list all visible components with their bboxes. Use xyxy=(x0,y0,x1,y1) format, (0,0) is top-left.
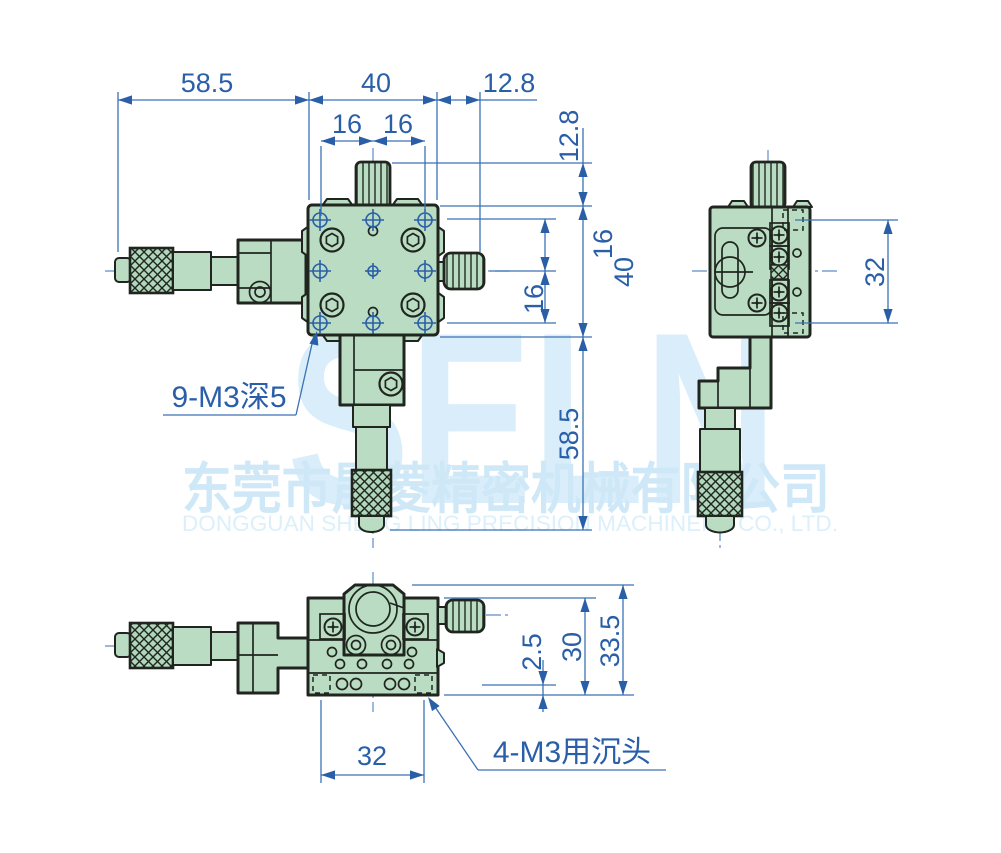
note-countersunk-holes: 4-M3用沉头 xyxy=(493,736,651,769)
bottom-view xyxy=(105,572,508,712)
side-view xyxy=(692,150,840,548)
bottom-turret xyxy=(342,583,406,657)
dim-bottom-plate-thickness: 2.5 xyxy=(517,633,547,671)
annotations: 9-M3深5 4-M3用沉头 xyxy=(163,329,666,771)
dim-front-knob-offset-v: 12.8 xyxy=(554,110,584,163)
dim-front-knob-offset-h: 12.8 xyxy=(483,68,536,98)
side-top-knob xyxy=(749,160,787,210)
dimensions: 58.5 40 12.8 16 16 12.8 16 16 xyxy=(117,68,898,783)
dim-side-hole-span: 32 xyxy=(860,257,890,287)
dim-front-hole-pitch-left: 16 xyxy=(332,109,362,139)
side-screw-column xyxy=(769,222,802,327)
front-m3-holes xyxy=(308,208,437,335)
dim-front-hole-pitch-right: 16 xyxy=(383,109,413,139)
front-top-knob xyxy=(354,160,392,210)
dim-front-hole-pitch-bottom: 16 xyxy=(519,284,549,314)
dim-front-body-height: 40 xyxy=(609,257,639,287)
dim-bottom-body-depth: 30 xyxy=(557,632,587,662)
bottom-right-knob xyxy=(436,598,486,668)
dim-bottom-total-depth: 33.5 xyxy=(595,615,625,668)
dim-front-body-width: 40 xyxy=(361,68,391,98)
dim-front-total-height: 58.5 xyxy=(554,408,584,461)
dim-front-hole-pitch-top: 16 xyxy=(588,229,618,259)
bottom-left-micrometer xyxy=(114,621,310,695)
front-right-knob xyxy=(437,251,486,291)
side-bottom-micrometer xyxy=(696,335,773,534)
dim-front-total-width: 58.5 xyxy=(181,68,234,98)
note-m3-holes: 9-M3深5 xyxy=(171,381,286,414)
front-left-micrometer xyxy=(114,238,308,305)
front-view xyxy=(105,148,512,548)
front-bottom-micrometer xyxy=(338,333,406,533)
bottom-small-holes xyxy=(326,646,418,691)
dim-bottom-hole-span: 32 xyxy=(357,741,387,771)
